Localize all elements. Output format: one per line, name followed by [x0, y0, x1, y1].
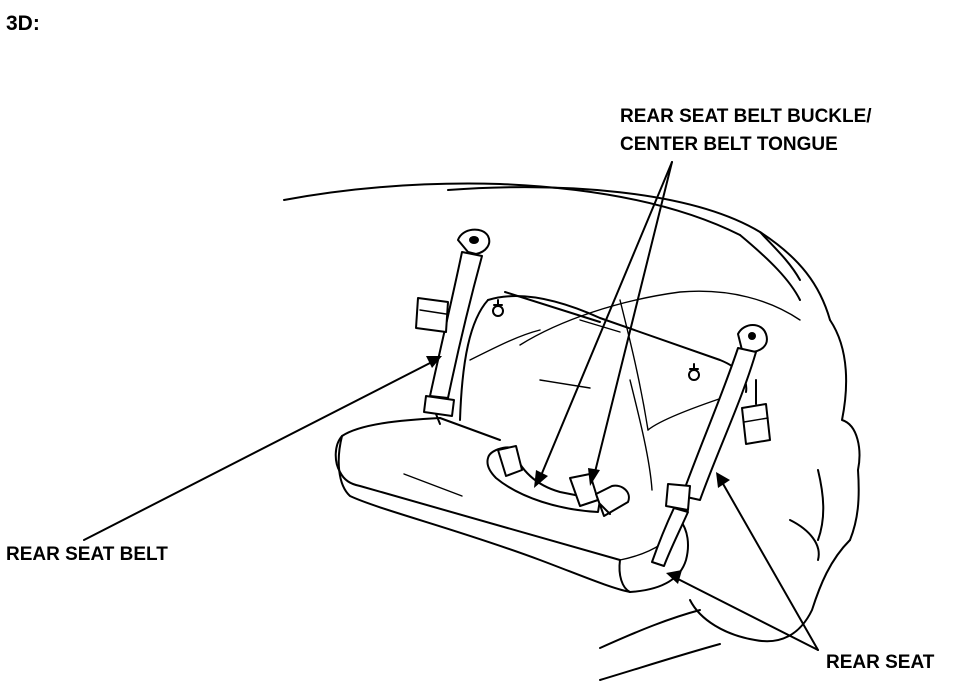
car-body-outline [283, 182, 861, 681]
left-seat-belt [415, 228, 491, 425]
leader-lines [83, 161, 819, 651]
rear-seat-belt-label: REAR SEAT BELT [6, 544, 168, 565]
center-belt-assembly [486, 445, 630, 517]
buckle-label-line2: CENTER BELT TONGUE [620, 134, 838, 155]
rear-seat-label: REAR SEAT [826, 652, 935, 673]
seat-cushion [334, 417, 689, 593]
right-seat-belt [651, 324, 771, 567]
seat-back [459, 291, 748, 421]
buckle-label-line1: REAR SEAT BELT BUCKLE/ [620, 106, 872, 127]
figure-label: 3D: [6, 12, 40, 35]
